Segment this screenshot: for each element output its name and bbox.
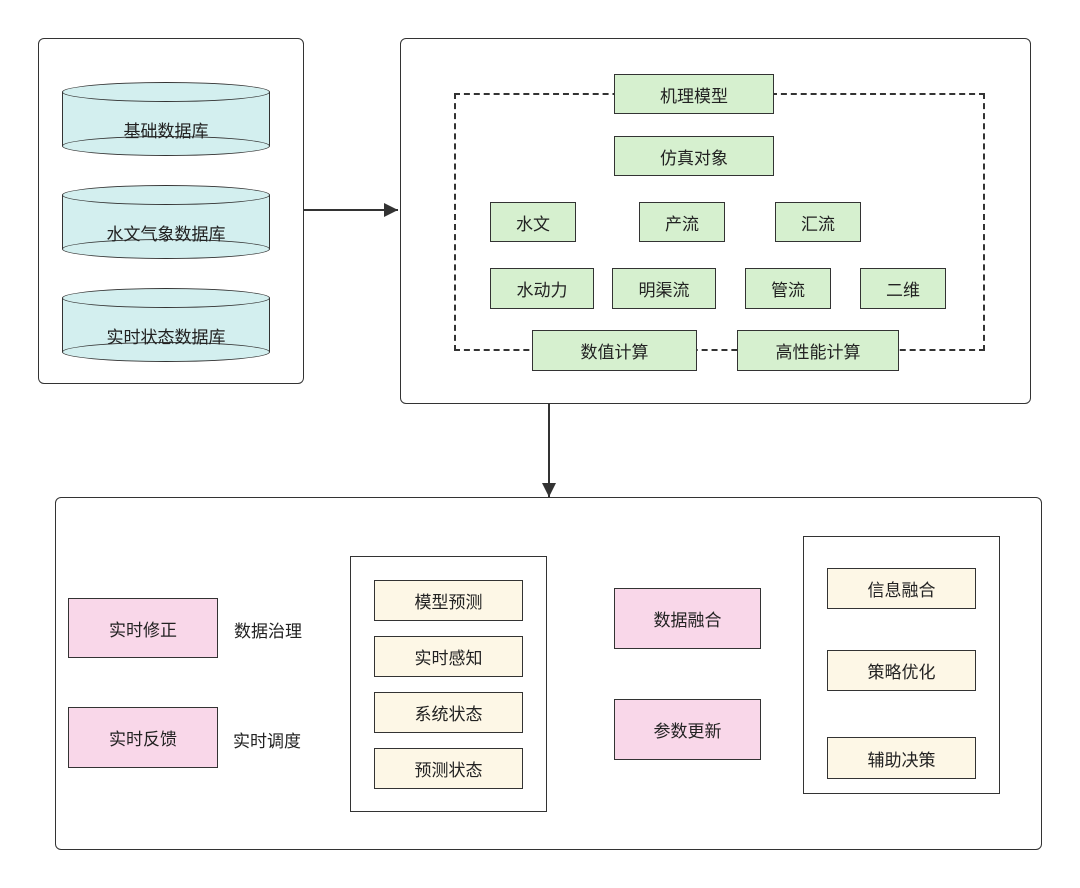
database-cylinder: 水文气象数据库 (62, 185, 270, 259)
node-realtime-correction: 实时修正 (68, 598, 218, 658)
edge-label-realtime-dispatch: 实时调度 (232, 727, 302, 752)
database-cylinder: 实时状态数据库 (62, 288, 270, 362)
node-confluence: 汇流 (775, 202, 861, 242)
database-label: 基础数据库 (123, 121, 209, 142)
node-hpc: 高性能计算 (737, 330, 899, 371)
database-label: 水文气象数据库 (106, 224, 226, 245)
node-strategy-optimization: 策略优化 (827, 650, 976, 691)
node-2d: 二维 (860, 268, 946, 309)
node-open-channel: 明渠流 (612, 268, 716, 309)
database-label: 实时状态数据库 (106, 327, 226, 348)
node-param-update: 参数更新 (614, 699, 761, 760)
node-pipe-flow: 管流 (745, 268, 831, 309)
database-cylinder: 基础数据库 (62, 82, 270, 156)
node-model-prediction: 模型预测 (374, 580, 523, 621)
node-system-state: 系统状态 (374, 692, 523, 733)
edge-label-data-governance: 数据治理 (233, 617, 303, 642)
node-decision-support: 辅助决策 (827, 737, 976, 779)
node-realtime-feedback: 实时反馈 (68, 707, 218, 768)
node-info-fusion: 信息融合 (827, 568, 976, 609)
node-hydrodynamics: 水动力 (490, 268, 594, 309)
node-numerical-compute: 数值计算 (532, 330, 697, 371)
sim-object-node: 仿真对象 (614, 136, 774, 176)
node-data-fusion: 数据融合 (614, 588, 761, 649)
node-realtime-perception: 实时感知 (374, 636, 523, 677)
mechanism-title: 机理模型 (614, 74, 774, 114)
node-runoff: 产流 (639, 202, 725, 242)
node-hydrology: 水文 (490, 202, 576, 242)
node-predicted-state: 预测状态 (374, 748, 523, 789)
